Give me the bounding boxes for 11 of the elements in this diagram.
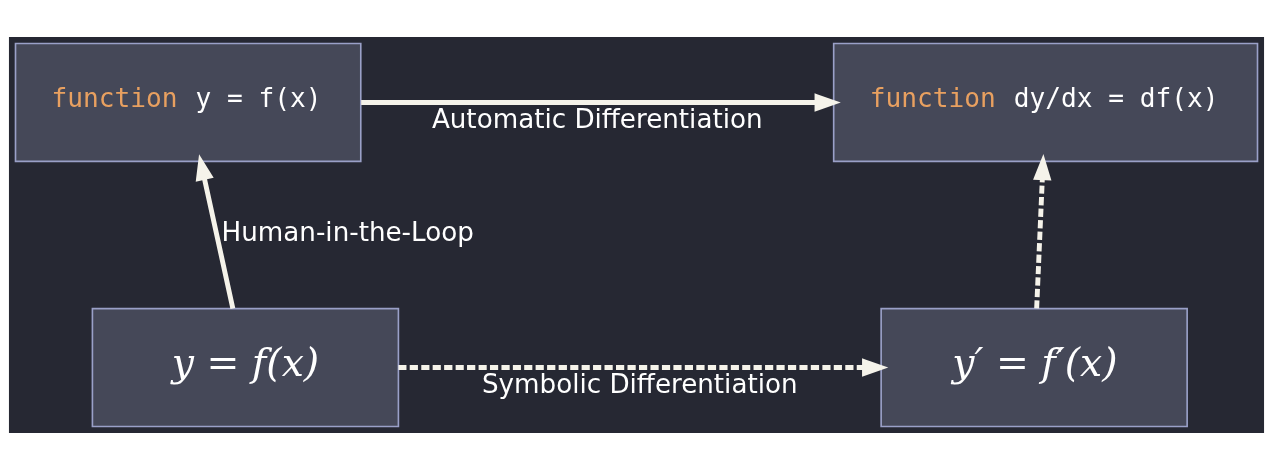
node-box: function y = f(x): [14, 42, 362, 163]
edge-label: Human-in-the-Loop: [221, 217, 474, 248]
node-box: y′ = f′(x): [880, 307, 1188, 428]
arrow: [398, 358, 889, 377]
arrow: [361, 93, 841, 112]
node-box: y = f(x): [91, 307, 400, 428]
node-box: function dy/dx = df(x): [832, 42, 1259, 163]
edge-label: Symbolic Differentiation: [481, 369, 798, 400]
arrow: [1033, 154, 1052, 309]
arrow: [195, 154, 236, 309]
edge-label: Automatic Differentiation: [431, 104, 763, 135]
